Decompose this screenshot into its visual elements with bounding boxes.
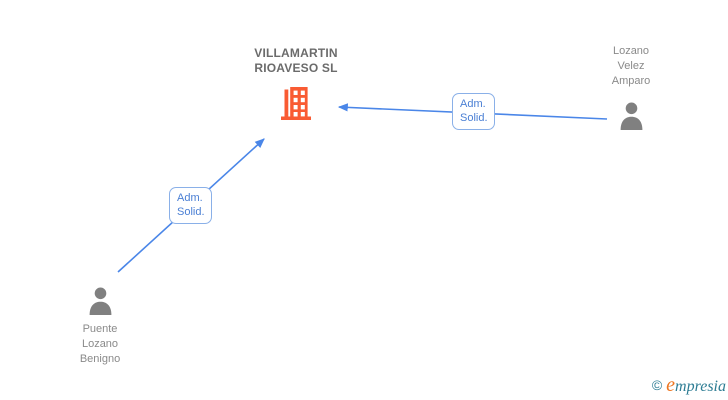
company-name: VILLAMARTIN RIOAVESO SL xyxy=(221,46,371,76)
edge-label-adm-solid-right: Adm. Solid. xyxy=(452,93,495,130)
edge-label-line2: Solid. xyxy=(460,112,488,124)
edge-label-line1: Adm. xyxy=(177,192,203,204)
building-icon xyxy=(221,87,371,120)
logo-letter-e: e xyxy=(666,374,676,396)
person-icon xyxy=(561,102,701,130)
edge-label-line2: Solid. xyxy=(177,206,205,218)
person-name-line1: Lozano xyxy=(612,45,650,57)
person-name-line3: Benigno xyxy=(79,353,121,365)
person-name: Lozano Velez Amparo xyxy=(561,44,701,89)
edge-label-adm-solid-left: Adm. Solid. xyxy=(169,187,212,224)
person-name-line2: Velez xyxy=(617,60,645,72)
node-person-puente-lozano-benigno[interactable]: Puente Lozano Benigno xyxy=(30,287,170,367)
empresia-logo[interactable]: ©empresia xyxy=(652,374,726,397)
person-name-line3: Amparo xyxy=(611,75,651,87)
person-name-line2: Lozano xyxy=(81,338,119,350)
company-name-line1: VILLAMARTIN xyxy=(254,46,338,60)
logo-text: mpresia xyxy=(675,378,726,395)
edge-label-line1: Adm. xyxy=(460,98,486,110)
person-name-line1: Puente xyxy=(82,323,118,335)
copyright-icon: © xyxy=(651,377,663,393)
person-name: Puente Lozano Benigno xyxy=(30,322,170,367)
company-name-line2: RIOAVESO SL xyxy=(254,61,338,75)
node-company-villamartin-rioaveso[interactable]: VILLAMARTIN RIOAVESO SL xyxy=(221,46,371,120)
person-icon xyxy=(30,287,170,315)
node-person-lozano-velez-amparo[interactable]: Lozano Velez Amparo xyxy=(561,44,701,130)
